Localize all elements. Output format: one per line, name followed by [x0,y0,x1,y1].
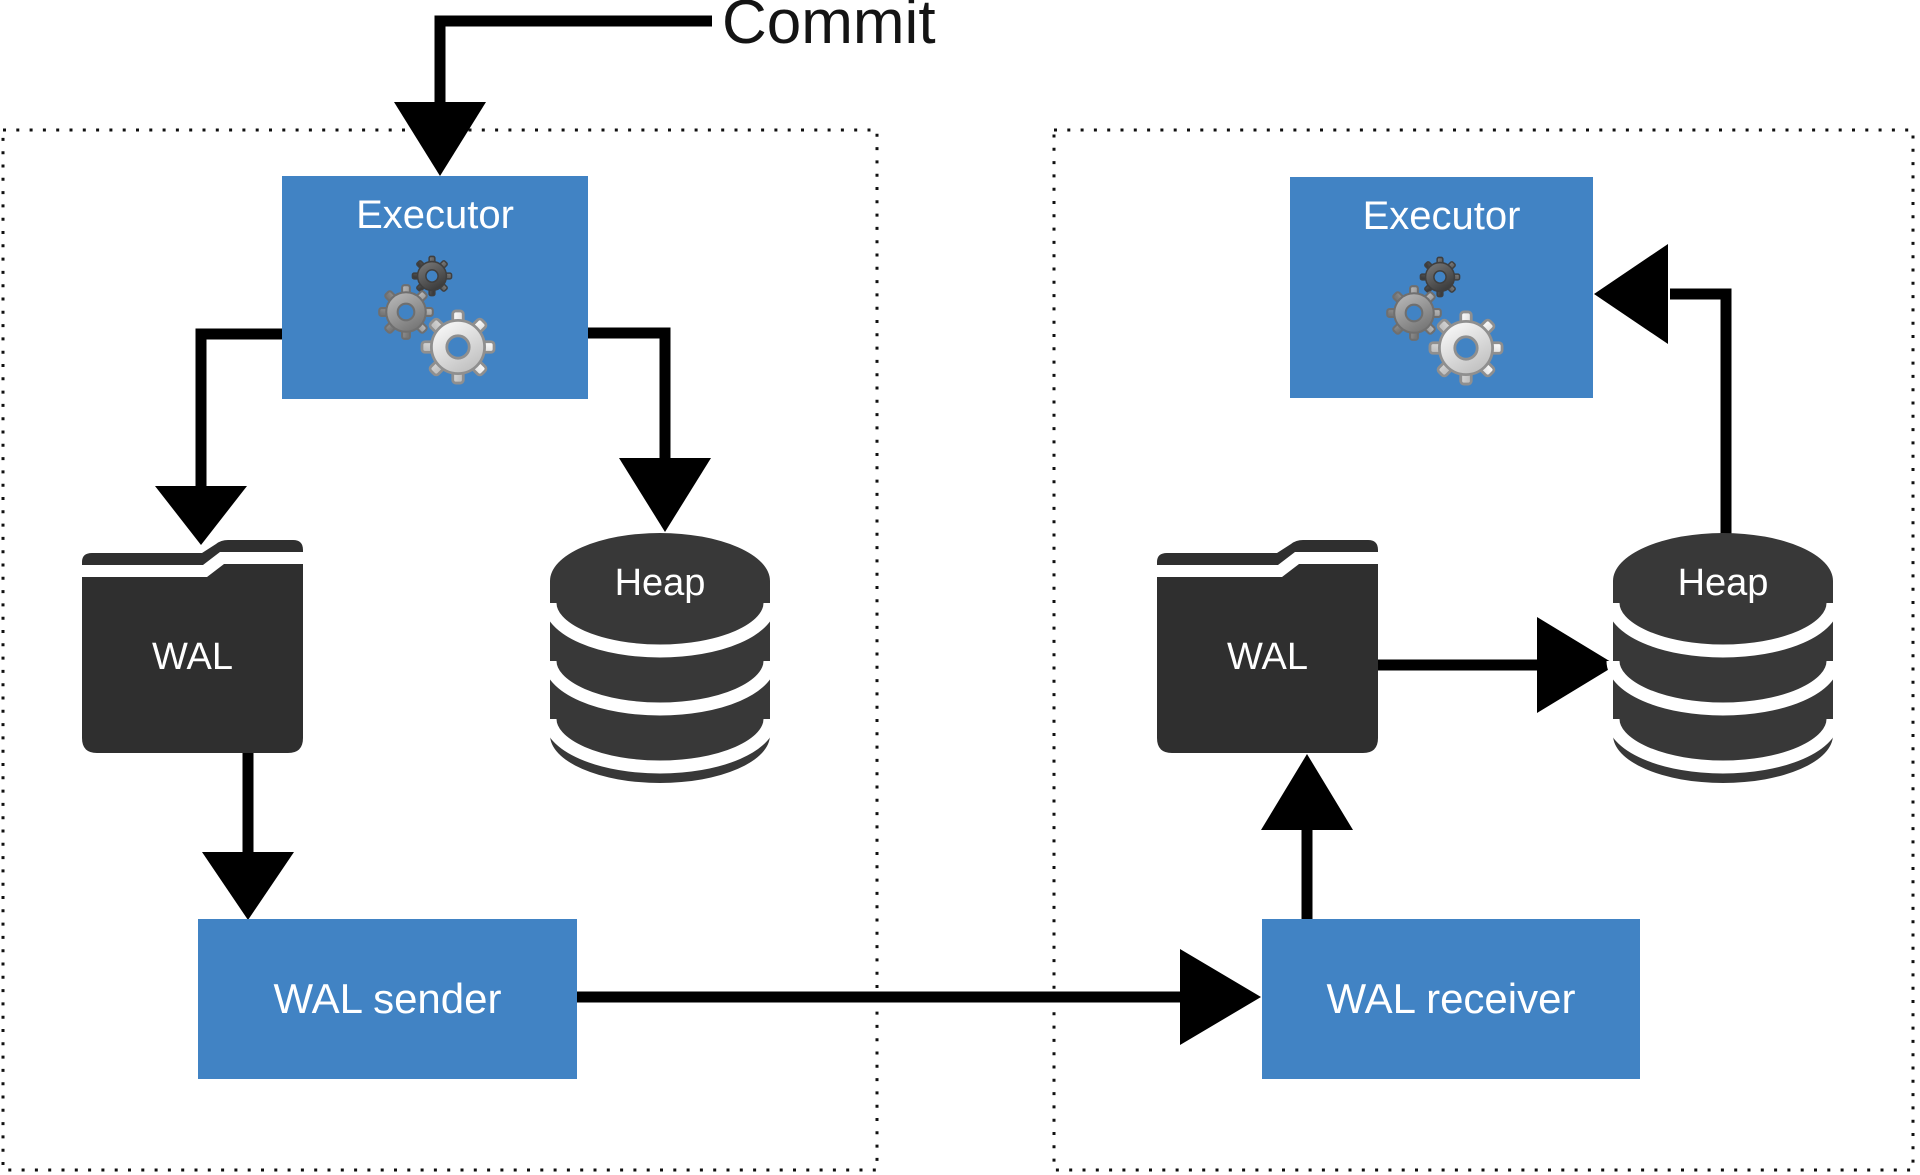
commit-arrow-line [434,15,712,106]
sender-to-receiver-arrowhead [1180,949,1261,1045]
primary-executor-label: Executor [356,193,514,237]
standby-executor-label: Executor [1362,194,1521,238]
primary-wal-label: WAL [152,636,233,678]
receiver-to-wal-arrowhead [1261,754,1353,830]
standby-cluster-border [1052,128,1915,1172]
wal-sender-label: WAL sender [273,975,502,1022]
executor-to-heap-line [588,327,671,460]
heap-to-executor-arrowhead [1594,244,1668,344]
standby-wal-label: WAL [1227,636,1308,678]
commit-arrowhead [394,102,486,176]
wal-receiver-box [1262,919,1640,1079]
executor-to-wal-line [195,328,282,488]
arrowheads [155,102,1668,1045]
executor-to-heap-arrowhead [619,458,711,532]
connector-lines [195,15,1732,1003]
wal-to-heap-arrowhead [1537,617,1616,713]
standby-heap-label: Heap [1677,562,1769,604]
commit-label: Commit [722,0,936,57]
wal-receiver-label: WAL receiver [1326,975,1576,1022]
primary-heap-label: Heap [614,562,706,604]
wal-sender-box [198,919,577,1079]
executor-to-wal-arrowhead [155,486,247,545]
wal-to-sender-arrowhead [202,852,294,920]
heap-to-executor-line [1670,288,1732,535]
